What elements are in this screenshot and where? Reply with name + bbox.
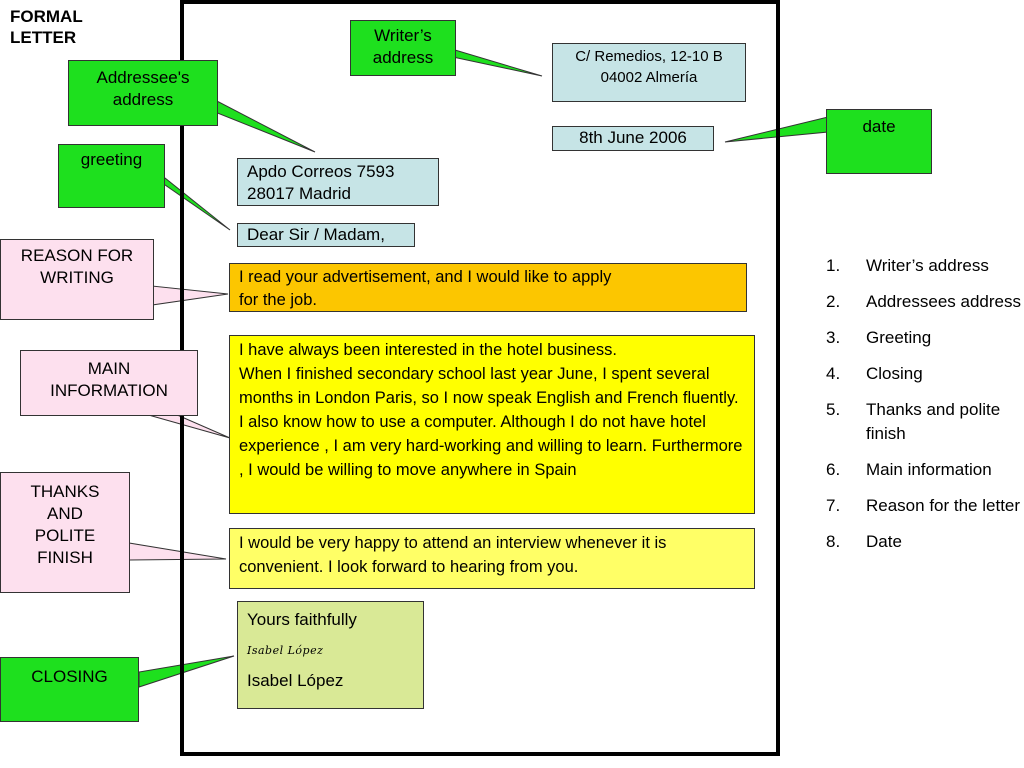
list-item: 8.Date bbox=[826, 532, 902, 551]
page-title: FORMAL LETTER bbox=[10, 7, 83, 47]
writer-address-block: C/ Remedios, 12-10 B 04002 Almería bbox=[552, 43, 746, 102]
thanks-polite-finish-callout: THANKS AND POLITE FINISH bbox=[0, 472, 130, 593]
greeting-callout: greeting bbox=[58, 144, 165, 208]
list-item: 2.Addressees address bbox=[826, 292, 1021, 311]
main-information-callout: MAIN INFORMATION bbox=[20, 350, 198, 416]
reason-block: I read your advertisement, and I would l… bbox=[229, 263, 747, 312]
closing-block: Yours faithfully Isabel López Isabel Lóp… bbox=[237, 601, 424, 709]
thanks-block: I would be very happy to attend an inter… bbox=[229, 528, 755, 589]
writer-name: Isabel López bbox=[247, 671, 344, 690]
closing-phrase: Yours faithfully bbox=[247, 610, 357, 629]
list-item: 6.Main information bbox=[826, 460, 992, 479]
writers-address-callout: Writer’s address bbox=[350, 20, 456, 76]
addressee-address-callout: Addressee's address bbox=[68, 60, 218, 126]
date-block: 8th June 2006 bbox=[552, 126, 714, 151]
list-item: 3.Greeting bbox=[826, 328, 932, 347]
list-item: 1.Writer’s address bbox=[826, 256, 989, 275]
greeting-block: Dear Sir / Madam, bbox=[237, 223, 415, 247]
signature: Isabel López bbox=[247, 644, 324, 657]
reason-for-writing-callout: REASON FOR WRITING bbox=[0, 239, 154, 320]
parts-list: 1.Writer’s address 2.Addressees address … bbox=[826, 254, 1021, 566]
list-item: 7.Reason for the letter bbox=[826, 496, 1021, 515]
date-callout: date bbox=[826, 109, 932, 174]
addressee-address-block: Apdo Correos 7593 28017 Madrid bbox=[237, 158, 439, 206]
list-item: 4.Closing bbox=[826, 364, 923, 383]
closing-callout: CLOSING bbox=[0, 657, 139, 722]
list-item: 5.Thanks and polite finish bbox=[826, 400, 1001, 443]
main-information-block: I have always been interested in the hot… bbox=[229, 335, 755, 514]
